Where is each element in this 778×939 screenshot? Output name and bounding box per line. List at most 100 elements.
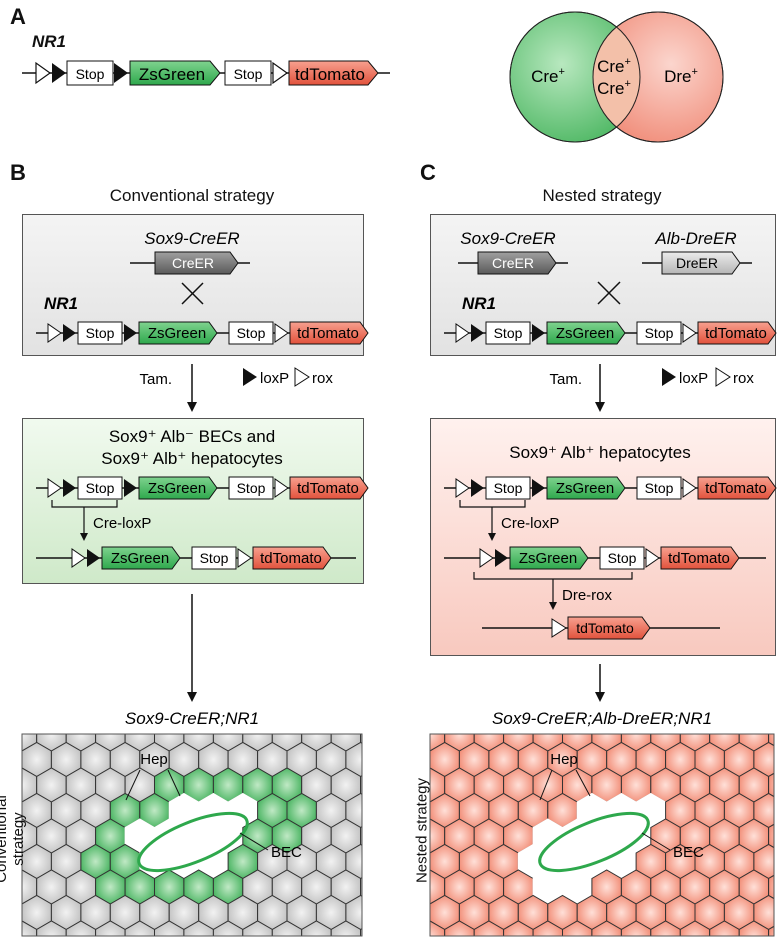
panel-c-tdtomato-final: tdTomato [576,620,634,636]
panel-c-creer-label: CreER [492,255,534,271]
hepatocyte-cell [768,874,774,900]
panel-c-cells-box [430,418,776,656]
panel-c-side-label: Nested strategy [413,777,431,884]
panel-c-hep-label: Hep [550,751,578,768]
stop-label: Stop [645,325,674,341]
panel-b-legend-loxp: loxP [260,370,289,387]
tdtomato-label: tdTomato [260,550,322,567]
hepatocyte-cell [0,692,22,726]
panel-c-tam: Tam. [549,371,582,388]
panel-c-driver2: Alb-DreER [654,229,736,248]
panel-a-graphics: Stop ZsGreen Stop tdTomato Cre+ Cre+ Cre… [22,11,724,143]
hepatocyte-cell [287,692,316,726]
hepatocyte-cell [360,734,362,744]
hepatocyte-cell [0,921,7,939]
panel-b-bec-label: BEC [271,844,302,861]
tdtomato-label: tdTomato [668,550,730,567]
hepatocyte-cell [386,870,416,904]
hepatocyte-cell [386,921,416,939]
rox-icon [237,548,252,568]
zsgreen-label: ZsGreen [148,480,206,497]
hepatocyte-cell [386,819,416,853]
zsgreen-label: ZsGreen [139,65,205,84]
panel-c-legend-rox: rox [733,370,754,387]
panel-b-recomb: Cre-loxP [93,515,151,532]
rox-icon [47,323,62,343]
tdtomato-label: tdTomato [705,480,767,497]
rox-icon [272,61,289,85]
hepatocyte-cell [401,692,430,726]
hepatocyte-cell [386,768,416,802]
hepatocyte-cell [375,845,405,879]
panel-a-letter: A [10,4,26,29]
loxp-icon [63,479,76,497]
rox-icon [455,478,470,498]
loxp-icon [471,324,484,342]
panel-b-legend-rox: rox [312,370,333,387]
hepatocyte-cell [316,692,346,726]
stop-label: Stop [234,66,263,82]
loxp-icon [52,63,66,83]
loxp-icon [471,479,484,497]
stop-label: Stop [494,325,523,341]
zsgreen-label: ZsGreen [556,325,614,342]
panel-c-construct-name: NR1 [462,294,496,313]
hepatocyte-cell [459,692,489,726]
zsgreen-label: ZsGreen [148,325,206,342]
panel-c-legend-loxp: loxP [679,370,708,387]
rox-legend-icon [715,367,731,387]
stop-label: Stop [645,480,674,496]
stop-label: Stop [494,480,523,496]
panel-c-bec-duct [538,811,650,873]
rox-icon [682,478,697,498]
hepatocyte-cell [22,734,38,752]
stop-label: Stop [86,480,115,496]
loxp-icon [495,549,508,567]
svg-text:Dre+: Dre+ [664,66,698,86]
tdtomato-label: tdTomato [297,325,359,342]
tdtomato-label: tdTomato [705,325,767,342]
zsgreen-label: ZsGreen [556,480,614,497]
panel-c-title: Nested strategy [542,186,662,205]
hepatocyte-cell [430,734,446,752]
panel-b-driver: Sox9-CreER [144,229,239,248]
panel-b-cell-line2: Sox9⁺ Alb⁺ hepatocytes [101,449,282,468]
hepatocyte-cell [754,692,778,726]
rox-icon [274,478,289,498]
hepatocyte-cell [430,903,431,922]
stop-label: Stop [608,550,637,566]
panel-b-tam: Tam. [139,371,172,388]
hepatocyte-cell [375,794,405,828]
hepatocyte-cell [375,743,405,777]
loxp-icon [87,549,100,567]
panel-b-side-label: Conventional strategy [0,795,27,883]
cross-icon [597,281,621,305]
stop-label: Stop [237,325,266,341]
panel-b-creer-label: CreER [172,255,214,271]
hepatocyte-cell [768,925,774,936]
svg-text:Cre+: Cre+ [597,78,631,98]
hepatocyte-cell [258,692,287,726]
loxp-icon [532,324,545,342]
hepatocyte-cell [375,692,405,726]
loxp-icon [124,324,137,342]
loxp-icon [114,63,128,83]
hepatocyte-cell [360,928,362,936]
panel-c-driver1: Sox9-CreER [460,229,555,248]
panel-b-mouse: Sox9-CreER;NR1 [125,709,259,728]
panel-b-letter: B [10,160,26,185]
hepatocyte-cell [360,775,362,795]
rox-icon [682,323,697,343]
panel-c-dreer-label: DreER [676,255,718,271]
rox-legend-icon [294,367,310,387]
hepatocyte-cell [375,896,405,930]
panel-c-recomb2: Dre-rox [562,587,613,604]
hepatocyte-cell [386,717,416,751]
panel-c-construct-before: Stop ZsGreen Stop tdTomato [444,476,777,500]
panel-c-bec-label: BEC [673,844,704,861]
loxp-legend-icon [243,368,257,386]
rox-icon [479,548,494,568]
loxp-legend-icon [662,368,676,386]
